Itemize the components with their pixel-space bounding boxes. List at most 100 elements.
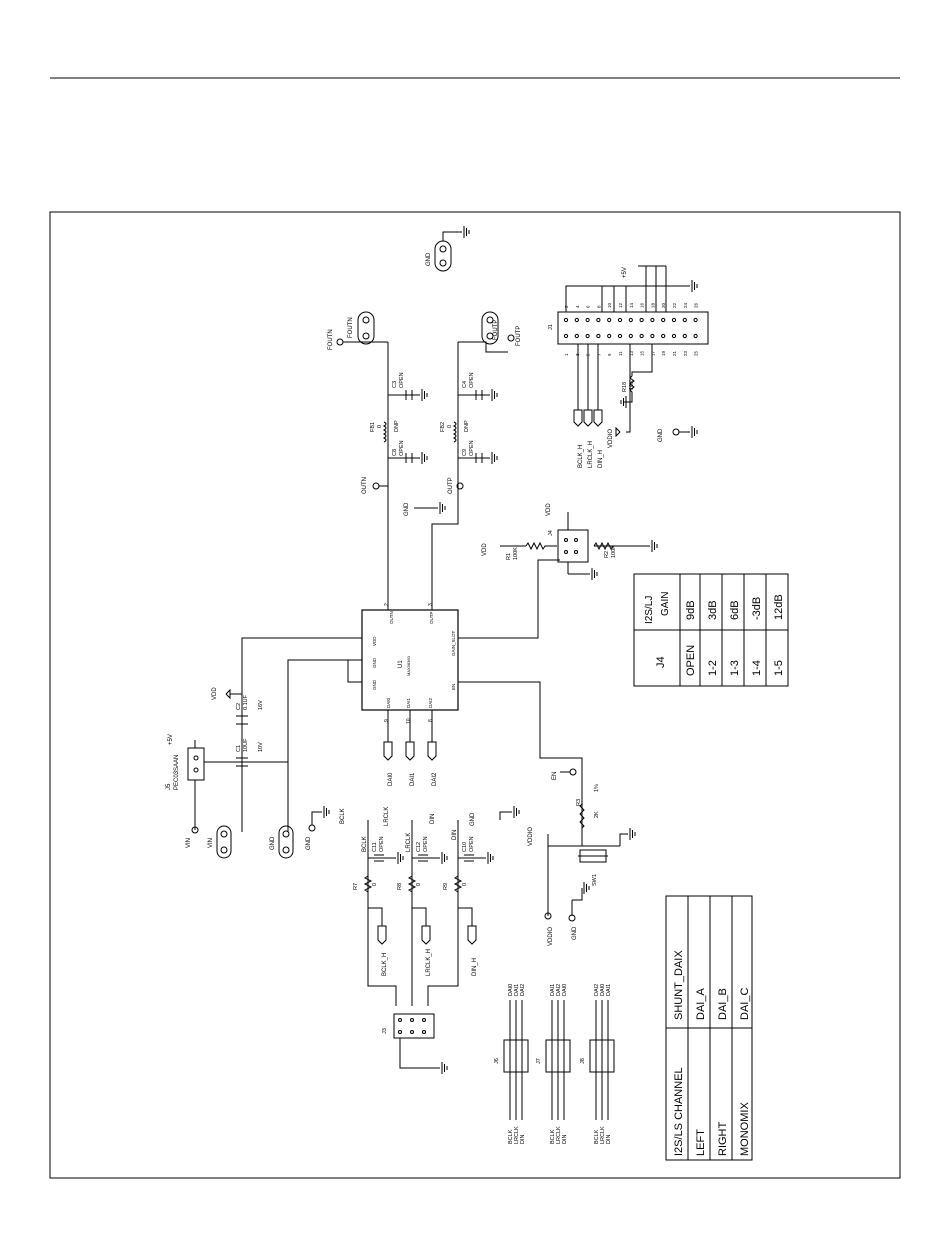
output-terminal-foutn xyxy=(357,311,375,345)
gain-table-gain-3: -3dB xyxy=(751,597,763,620)
j1-pin-number: 7 xyxy=(596,353,601,356)
bclk-net xyxy=(367,820,404,1006)
gain-table-jumper-2: 1-3 xyxy=(729,660,741,676)
svg-text:J7: J7 xyxy=(536,1058,542,1064)
ic-pin-vdd: VDD xyxy=(372,636,377,646)
svg-text:GND: GND xyxy=(306,836,312,850)
capacitor-c1 xyxy=(236,757,248,767)
din-net xyxy=(427,805,520,1006)
svg-text:DNP: DNP xyxy=(464,420,470,432)
svg-text:DAI0: DAI0 xyxy=(508,984,514,996)
svg-text:R3: R3 xyxy=(576,799,582,806)
svg-text:OPEN: OPEN xyxy=(469,372,475,388)
gain-table-gain-2: 6dB xyxy=(729,600,741,620)
svg-text:DAI1: DAI1 xyxy=(606,984,612,996)
svg-text:DIN: DIN xyxy=(452,830,458,840)
svg-text:VIN: VIN xyxy=(208,838,214,848)
svg-text:R8: R8 xyxy=(397,883,403,890)
svg-text:SW1: SW1 xyxy=(592,874,598,886)
svg-text:GND: GND xyxy=(426,252,432,266)
svg-text:VDDIO: VDDIO xyxy=(608,429,614,448)
svg-text:VDD: VDD xyxy=(546,503,552,516)
gain-table-gain-4: 12dB xyxy=(773,594,785,620)
svg-text:DAI0: DAI0 xyxy=(562,984,568,996)
svg-text:0: 0 xyxy=(416,883,422,886)
svg-text:100K: 100K xyxy=(513,547,519,560)
resistor-r8 xyxy=(407,875,417,893)
svg-text:OPEN: OPEN xyxy=(379,836,385,852)
svg-text:1%: 1% xyxy=(594,784,600,792)
svg-text:J8: J8 xyxy=(580,1058,586,1064)
svg-text:DAI2: DAI2 xyxy=(594,984,600,996)
ic-ref: U1 xyxy=(398,660,404,668)
svg-text:DAI0: DAI0 xyxy=(388,772,394,786)
gnd-testpoint-center xyxy=(414,501,446,515)
jumper-j4 xyxy=(557,529,589,563)
svg-text:GND: GND xyxy=(404,502,410,516)
gain-table-header-j4: J4 xyxy=(655,656,667,668)
svg-text:10: 10 xyxy=(406,718,412,724)
net-vdd-label: VDD xyxy=(212,687,218,700)
gain-table-gain-0: 9dB xyxy=(685,600,697,620)
j1-pin-number: 11 xyxy=(618,351,623,356)
jumper-j7 xyxy=(545,1000,571,1120)
channel-table-shunt-0: DAI_A xyxy=(695,988,707,1020)
svg-text:VDDIO: VDDIO xyxy=(548,927,554,946)
svg-text:DIN: DIN xyxy=(606,1135,612,1145)
svg-text:2K: 2K xyxy=(594,811,600,818)
svg-text:VDD: VDD xyxy=(482,543,488,556)
j1-pin-number: 16 xyxy=(640,302,645,308)
svg-text:LRCLK: LRCLK xyxy=(406,833,412,852)
capacitor-c9 xyxy=(475,453,483,463)
channel-table xyxy=(665,895,753,1161)
svg-text:C3: C3 xyxy=(392,381,398,388)
svg-text:LRCLK: LRCLK xyxy=(514,1126,520,1144)
capacitor-c3 xyxy=(405,390,413,400)
svg-text:BCLK: BCLK xyxy=(362,836,368,852)
gain-table-jumper-4: 1-5 xyxy=(773,660,785,676)
svg-text:16V: 16V xyxy=(258,700,264,710)
svg-text:DAI2: DAI2 xyxy=(520,984,526,996)
svg-text:BCLK: BCLK xyxy=(340,808,346,824)
j1-pin-number: 13 xyxy=(629,350,634,356)
j1-pin-number: 19 xyxy=(661,350,666,356)
svg-text:C1: C1 xyxy=(236,745,242,752)
svg-text:DNP: DNP xyxy=(394,420,400,432)
svg-text:10UF: 10UF xyxy=(243,738,249,752)
j1-pin-number: 4 xyxy=(575,305,580,308)
outp-net xyxy=(431,334,515,610)
ic-pin-outp: OUTP xyxy=(429,611,434,624)
svg-text:OPEN: OPEN xyxy=(469,836,475,852)
svg-text:OPEN: OPEN xyxy=(423,836,429,852)
svg-text:R2: R2 xyxy=(604,551,610,558)
svg-text:DIN: DIN xyxy=(520,1135,526,1145)
ic-pin-outn: OUTN xyxy=(389,611,394,624)
svg-text:10K: 10K xyxy=(629,380,635,390)
capacitor-c8 xyxy=(405,453,413,463)
svg-text:0: 0 xyxy=(377,425,383,428)
svg-text:0: 0 xyxy=(372,883,378,886)
channel-table-channel-1: RIGHT xyxy=(717,1122,729,1157)
svg-text:10V: 10V xyxy=(258,742,264,752)
svg-text:OPEN: OPEN xyxy=(469,440,475,456)
j1-pin-number: 20 xyxy=(661,302,666,308)
ferrite-fb2 xyxy=(452,421,457,443)
svg-text:VDDIO: VDDIO xyxy=(528,827,534,846)
resistor-r7 xyxy=(363,875,373,893)
svg-text:PEC03SAAN: PEC03SAAN xyxy=(174,755,180,790)
svg-text:C9: C9 xyxy=(462,449,468,456)
ic-pin-dai2: DAI2 xyxy=(428,697,433,708)
gain-table-jumper-0: OPEN xyxy=(685,645,697,676)
svg-text:R9: R9 xyxy=(443,883,449,890)
capacitor-c4 xyxy=(475,390,483,400)
svg-text:C4: C4 xyxy=(462,381,468,388)
header-j5 xyxy=(187,747,205,781)
j1-pin-number: 10 xyxy=(607,302,612,308)
gain-table-header-gain: I2S/LJ xyxy=(644,596,655,624)
svg-text:0: 0 xyxy=(462,883,468,886)
j1-pin-number: 24 xyxy=(683,302,688,308)
jumper-j8 xyxy=(589,1000,615,1120)
svg-text:LRCLK_H: LRCLK_H xyxy=(588,441,594,468)
ic-pin-gain-slot: GAIN_SLOT xyxy=(451,630,456,656)
svg-text:DIN: DIN xyxy=(562,1135,568,1145)
